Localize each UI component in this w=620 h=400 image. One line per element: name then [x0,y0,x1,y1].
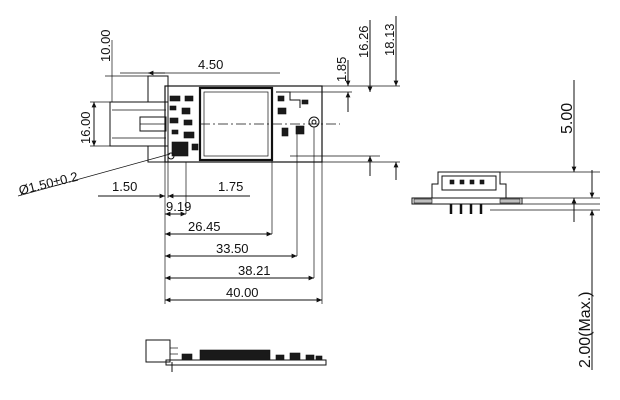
dim-1-50: 1.50 [112,179,137,194]
antenna-area [276,91,320,137]
dim-1-75: 1.75 [218,179,243,194]
dim-9-19: 9.19 [166,199,191,214]
dim-40-00: 40.00 [226,285,259,300]
dim-5-00: 5.00 [559,103,576,134]
ic-chip [171,141,189,157]
dim-38-21: 38.21 [238,263,271,278]
usb-shell [109,101,169,147]
side-pcb [165,359,327,366]
dim-33-50: 33.50 [216,241,249,256]
side-shield [199,349,271,361]
side-usb-connector [145,339,171,363]
connector-tab-bottom [147,145,169,163]
dim-26-45: 26.45 [188,219,221,234]
mounting-hole [167,152,175,160]
shield-can [198,86,340,162]
usb-connector [109,75,169,163]
dim-16-26: 16.26 [356,25,371,58]
connector-housing [431,171,507,198]
side-view [145,339,327,372]
smd-components-left [167,95,199,160]
connector-tab-top [147,75,169,103]
dim-18-13: 18.13 [382,23,397,56]
dim-2-00-max: 2.00(Max.) [577,292,594,368]
dim-10-00: 10.00 [98,29,113,62]
top-view: 10.00 4.50 16.00 Ø1.50±0.2 1.85 16.26 18… [17,16,400,304]
right-pcb [411,197,523,205]
dim-hole-diameter: Ø1.50±0.2 [17,169,79,198]
dim-4-50: 4.50 [198,57,223,72]
dim-16-00: 16.00 [78,111,93,144]
dim-1-85: 1.85 [334,57,349,82]
right-view: 5.00 2.00(Max.) [411,80,600,370]
